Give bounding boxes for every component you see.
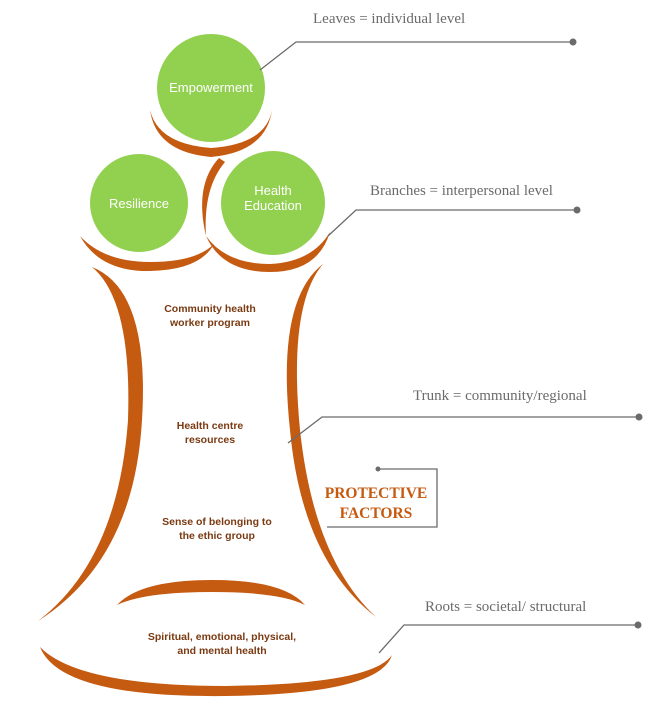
trunk-item-community-line1: Community health bbox=[164, 303, 256, 315]
trunk-level-label: Trunk = community/regional bbox=[413, 388, 587, 404]
root-inner-arc bbox=[117, 580, 305, 605]
callout-trunk: Trunk = community/regional bbox=[287, 388, 643, 444]
branches-leader-dot bbox=[573, 206, 581, 214]
health-education-side-arc bbox=[202, 158, 225, 236]
health-education-cup-arc bbox=[206, 232, 330, 272]
resilience-cup-arc bbox=[80, 236, 214, 272]
empowerment-cup-arc bbox=[150, 110, 272, 157]
callout-roots: Roots = societal/ structural bbox=[378, 599, 642, 654]
trunk-item-centre-line2: resources bbox=[185, 434, 235, 446]
leaves-leader-dot bbox=[569, 38, 577, 46]
roots-leader-dot bbox=[634, 621, 642, 629]
callout-branches: Branches = interpersonal level bbox=[327, 183, 581, 237]
branches-leader-line bbox=[327, 209, 577, 237]
protective-factors-callout: PROTECTIVE FACTORS bbox=[325, 466, 438, 528]
root-item-health-line2: and mental health bbox=[177, 645, 266, 657]
callout-leaves: Leaves = individual level bbox=[259, 11, 577, 71]
branches-level-label: Branches = interpersonal level bbox=[370, 183, 553, 199]
root-base-arc bbox=[40, 647, 392, 697]
leaf-empowerment: Empowerment bbox=[150, 34, 272, 157]
root-item-health-line1: Spiritual, emotional, physical, bbox=[148, 631, 296, 643]
trunk-item-belonging-line2: the ethic group bbox=[179, 530, 255, 542]
protective-factors-bracket bbox=[327, 468, 438, 528]
branch-resilience: Resilience bbox=[80, 154, 214, 272]
trunk-left-edge bbox=[38, 267, 143, 621]
protective-factors-line1: PROTECTIVE bbox=[325, 485, 428, 502]
resilience-circle bbox=[90, 154, 188, 252]
trunk-item-centre-line1: Health centre bbox=[177, 420, 244, 432]
health-education-label-line1: Health bbox=[254, 183, 292, 198]
branch-health-education: Health Education bbox=[202, 151, 330, 272]
roots-leader-line bbox=[378, 624, 638, 654]
empowerment-circle bbox=[157, 34, 265, 142]
resilience-label: Resilience bbox=[109, 196, 169, 211]
trunk-item-community-line2: worker program bbox=[169, 317, 250, 329]
trunk-right-edge bbox=[286, 264, 376, 617]
trunk-item-belonging-line1: Sense of belonging to bbox=[162, 516, 272, 528]
leaves-level-label: Leaves = individual level bbox=[313, 11, 465, 27]
empowerment-label: Empowerment bbox=[169, 80, 253, 95]
health-education-circle bbox=[221, 151, 325, 255]
health-education-label-line2: Education bbox=[244, 198, 302, 213]
trunk-leader-line bbox=[287, 416, 639, 444]
trunk-leader-dot bbox=[635, 413, 643, 421]
protective-factors-line2: FACTORS bbox=[340, 505, 413, 522]
leaves-leader-line bbox=[259, 41, 573, 71]
roots-level-label: Roots = societal/ structural bbox=[425, 599, 586, 615]
protective-factors-dot bbox=[375, 466, 381, 472]
